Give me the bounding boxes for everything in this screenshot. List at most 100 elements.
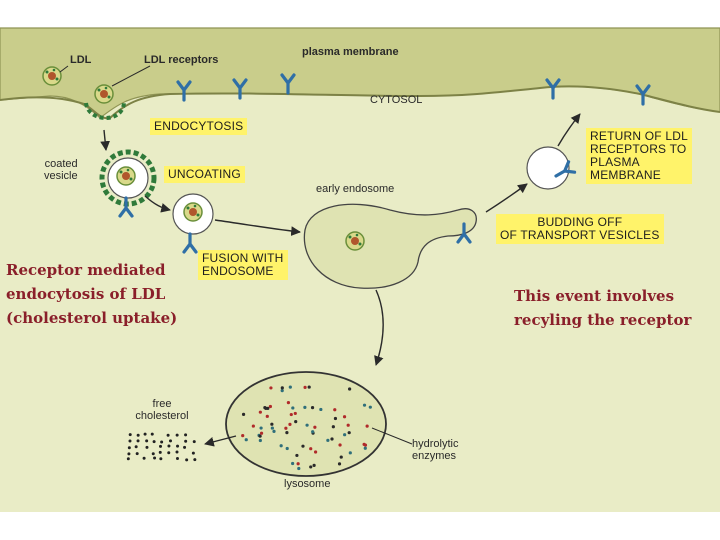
arrow-endosome-to-lysosome xyxy=(374,289,384,366)
enzyme-dot xyxy=(310,406,315,410)
arrow-return xyxy=(557,113,581,147)
step-budding: BUDDING OFF OF TRANSPORT VESICLES xyxy=(496,214,664,244)
cholesterol-dot xyxy=(175,433,179,437)
enzyme-dot xyxy=(326,438,330,442)
enzyme-dot xyxy=(259,431,264,435)
enzyme-dot xyxy=(296,462,300,466)
cholesterol-dot xyxy=(176,444,180,448)
arrow-lysosome-to-cholesterol xyxy=(204,435,237,447)
enzyme-dot xyxy=(301,444,305,448)
cholesterol-dot xyxy=(159,444,163,448)
cholesterol-dot xyxy=(159,457,163,461)
enzyme-dot xyxy=(343,433,347,437)
enzyme-dot xyxy=(347,431,351,435)
leader-ldl-receptors xyxy=(111,65,151,87)
enzyme-dot xyxy=(291,461,295,466)
leader-hydrolytic xyxy=(371,427,413,445)
membrane-edge xyxy=(0,85,720,120)
step-return: RETURN OF LDL RECEPTORS TO PLASMA MEMBRA… xyxy=(586,128,692,184)
lysosome xyxy=(225,371,387,477)
enzyme-dot xyxy=(268,404,272,409)
enzyme-dot xyxy=(305,423,309,427)
enzyme-dot xyxy=(288,385,292,389)
enzyme-dot xyxy=(293,411,297,416)
enzyme-dot xyxy=(294,420,298,424)
enzyme-dot xyxy=(251,424,255,428)
enzyme-dot xyxy=(295,453,299,458)
enzyme-dot xyxy=(331,425,335,429)
cholesterol-dot xyxy=(168,439,172,443)
cholesterol-dot xyxy=(134,445,138,449)
ldl-particle-icon xyxy=(116,166,136,186)
step-fusion: FUSION WITH ENDOSOME xyxy=(198,250,288,280)
enzyme-dot xyxy=(270,422,274,426)
cholesterol-dot xyxy=(127,446,131,450)
label-plasma-membrane: plasma membrane xyxy=(302,46,399,58)
enzyme-dot xyxy=(303,405,307,410)
cholesterol-dot xyxy=(192,440,196,444)
cholesterol-dot xyxy=(160,440,164,444)
cholesterol-dot xyxy=(145,445,149,449)
step-endocytosis: ENDOCYTOSIS xyxy=(150,118,248,135)
enzyme-dot xyxy=(270,426,274,430)
enzyme-dot xyxy=(333,408,337,412)
label-early-endosome: early endosome xyxy=(316,183,395,195)
transport-vesicle xyxy=(526,146,570,190)
cholesterol-dot xyxy=(126,457,130,461)
enzyme-dot xyxy=(319,407,323,412)
enzyme-dot xyxy=(330,437,334,441)
cholesterol-dot xyxy=(185,458,189,462)
enzyme-dot xyxy=(258,434,262,438)
cholesterol-dot xyxy=(158,450,162,454)
enzyme-dot xyxy=(263,406,267,410)
cholesterol-dot xyxy=(145,439,149,443)
enzyme-dot xyxy=(363,443,368,447)
enzyme-dot xyxy=(307,385,311,389)
cholesterol-dot xyxy=(136,439,140,443)
enzyme-dot xyxy=(284,426,288,430)
cholesterol-dot xyxy=(151,452,155,456)
enzyme-dot xyxy=(313,450,318,454)
enzyme-dot xyxy=(363,446,367,450)
enzyme-dot xyxy=(362,403,367,407)
cholesterol-dot xyxy=(184,439,188,443)
enzyme-dot xyxy=(258,438,262,443)
cholesterol-dot xyxy=(167,451,171,455)
enzyme-dot xyxy=(309,447,313,451)
enzyme-dot xyxy=(309,465,313,469)
enzyme-dot xyxy=(280,389,284,393)
cholesterol-dot xyxy=(135,452,139,456)
enzyme-dot xyxy=(289,412,293,417)
cholesterol-dot xyxy=(143,432,147,436)
ldl-particle-icon xyxy=(42,66,62,86)
enzyme-dot xyxy=(272,429,276,433)
cholesterol-dot xyxy=(175,456,179,460)
coated-vesicle-coat xyxy=(99,149,157,207)
cholesterol-dot xyxy=(184,433,188,437)
enzyme-dot xyxy=(286,401,291,405)
free-cholesterol-dots xyxy=(126,432,197,462)
cholesterol-dot xyxy=(193,458,197,462)
cholesterol-dot xyxy=(150,432,154,436)
enzyme-dot xyxy=(285,431,289,435)
enzyme-dot xyxy=(348,387,352,391)
cholesterol-dot xyxy=(167,444,171,448)
enzyme-dot xyxy=(346,423,350,427)
enzyme-dot xyxy=(285,446,289,451)
cholesterol-dot xyxy=(153,456,157,460)
ldl-particle-icon xyxy=(94,84,114,104)
arrow-membrane-to-vesicle xyxy=(100,129,110,151)
enzyme-dot xyxy=(348,451,352,455)
enzyme-dot xyxy=(303,385,307,389)
cholesterol-dot xyxy=(166,433,170,437)
note-recycling: This event involves recyling the recepto… xyxy=(514,287,692,329)
enzyme-dot xyxy=(313,425,317,429)
leader-ldl xyxy=(59,65,69,73)
enzyme-dot xyxy=(258,410,262,414)
enzyme-dot xyxy=(338,443,342,447)
cholesterol-dot xyxy=(152,440,156,444)
enzyme-dot xyxy=(312,463,316,467)
enzyme-dot xyxy=(311,430,315,434)
enzyme-dot xyxy=(342,415,347,419)
